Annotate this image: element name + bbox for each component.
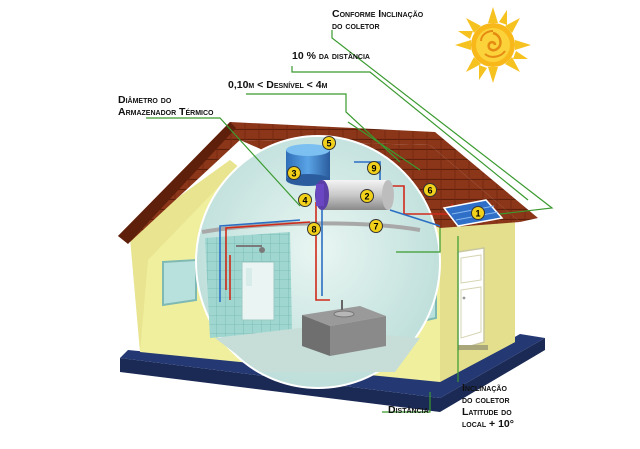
label-desnivel: 0,10m < Desnível < 4m xyxy=(228,79,328,91)
label-line: do coletor xyxy=(332,20,380,32)
leader-lines xyxy=(146,30,554,413)
svg-text:1: 1 xyxy=(475,209,480,219)
svg-text:4: 4 xyxy=(302,196,307,206)
svg-text:2: 2 xyxy=(364,192,369,202)
marker-2: 2 xyxy=(360,189,374,203)
svg-text:7: 7 xyxy=(373,222,378,232)
marker-1: 1 xyxy=(471,206,485,220)
marker-6: 6 xyxy=(423,183,437,197)
label-line: Inclinação xyxy=(462,382,507,394)
svg-text:6: 6 xyxy=(427,186,432,196)
sink-icon xyxy=(302,300,386,356)
label-dez-porcento: 10 % da distância xyxy=(292,50,370,62)
label-line: Latitude do xyxy=(462,406,512,418)
marker-4: 4 xyxy=(298,193,312,207)
svg-text:3: 3 xyxy=(291,169,296,179)
water-tank-icon xyxy=(286,144,330,186)
ground-base xyxy=(120,338,545,412)
label-diametro: Diâmetro do Armazenador Térmico xyxy=(118,94,213,118)
label-line: Diâmetro do xyxy=(118,94,172,106)
label-distancia: Distância xyxy=(388,404,429,416)
marker-3: 3 xyxy=(287,166,301,180)
pipes xyxy=(219,161,453,302)
ground-top xyxy=(120,334,545,398)
markers: 1 2 3 4 5 6 7 8 9 xyxy=(287,136,485,236)
marker-8: 8 xyxy=(307,222,321,236)
label-line: Conforme Inclinação xyxy=(332,8,424,20)
svg-text:9: 9 xyxy=(371,164,376,174)
roof-edge xyxy=(118,122,236,244)
door-icon xyxy=(457,247,488,352)
label-line: do coletor xyxy=(462,394,510,406)
marker-9: 9 xyxy=(367,161,381,175)
svg-text:8: 8 xyxy=(311,225,316,235)
svg-text:5: 5 xyxy=(326,139,331,149)
marker-7: 7 xyxy=(369,219,383,233)
thermal-reservoir-icon xyxy=(315,180,394,210)
roof xyxy=(118,122,538,242)
window-left xyxy=(162,258,197,307)
marker-5: 5 xyxy=(322,136,336,150)
shower-icon xyxy=(236,245,275,321)
label-line: local + 10° xyxy=(462,418,514,430)
label-line: Armazenador Térmico xyxy=(118,106,214,118)
sun-icon xyxy=(455,7,531,83)
label-inclinacao-conforme: Conforme Inclinação do coletor xyxy=(332,8,423,32)
label-inclinacao-latitude: Inclinação do coletor Latitude do local … xyxy=(462,382,514,430)
